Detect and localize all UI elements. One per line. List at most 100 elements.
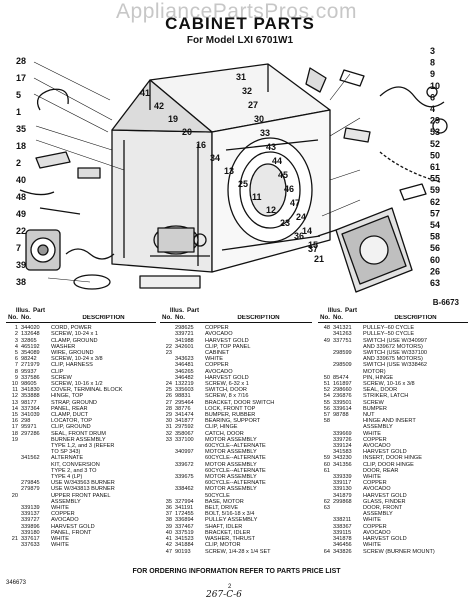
part-no: 342601 bbox=[175, 343, 194, 350]
description: HINGE AND INSERT bbox=[363, 418, 416, 425]
document-code: 346673 bbox=[6, 580, 27, 586]
description: SCREW bbox=[363, 399, 384, 406]
part-no: 337467 bbox=[175, 523, 194, 530]
description: AVOCADO bbox=[363, 529, 391, 536]
part-no: 337100 bbox=[175, 436, 194, 443]
callout-45: 45 bbox=[278, 170, 288, 180]
illus-no: 64 bbox=[323, 548, 330, 555]
callout-labels: 2817513518240484922739384142192016341325… bbox=[16, 46, 440, 288]
callout-11: 11 bbox=[252, 192, 262, 202]
part-no: 298660 bbox=[333, 387, 352, 394]
parts-row: TO SP 343) bbox=[6, 449, 156, 455]
part-no: 341523 bbox=[175, 536, 194, 543]
header-part-no: No. bbox=[333, 313, 343, 321]
part-no: 38776 bbox=[175, 405, 191, 412]
part-no: 339896 bbox=[21, 523, 40, 530]
part-no: 341321 bbox=[333, 325, 352, 332]
part-no: 85474 bbox=[333, 374, 349, 381]
description: TYPE 4 (LP) bbox=[51, 474, 83, 481]
illus-no: 51 bbox=[323, 381, 330, 388]
part-no: 339130 bbox=[333, 486, 352, 493]
parts-row: 60CYCLE--ALTERNATE bbox=[160, 443, 312, 449]
description: CLAMP, DUCT bbox=[51, 412, 89, 419]
parts-row: KIT, CONVERSION bbox=[6, 462, 156, 468]
parts-row: 60CYCLE--ALTERNATE bbox=[160, 468, 312, 474]
callout-34: 34 bbox=[210, 153, 220, 163]
part-no: 335603 bbox=[175, 387, 194, 394]
description: STRAP, GROUND bbox=[51, 399, 97, 406]
callout-24: 24 bbox=[296, 212, 306, 222]
part-no: 98831 bbox=[175, 393, 191, 400]
description: SCREW (BURNER MOUNT) bbox=[363, 548, 435, 555]
description: WHITE bbox=[51, 536, 70, 543]
illus-no: 48 bbox=[323, 325, 330, 332]
description: CORD, POWER bbox=[51, 325, 92, 332]
description: SWITCH (USE W/338462 bbox=[363, 362, 428, 369]
description: MOTOR ASSEMBLY bbox=[205, 486, 257, 493]
illus-no: 36 bbox=[165, 505, 172, 512]
description: MOTOR) bbox=[363, 368, 386, 375]
callout-17: 17 bbox=[16, 73, 26, 83]
description: COVER, TERMINAL BLOCK bbox=[51, 387, 123, 394]
illus-no: 41 bbox=[165, 536, 172, 543]
callout-31: 31 bbox=[236, 72, 246, 82]
description: DOOR, FRONT bbox=[363, 505, 403, 512]
description: COPPER bbox=[363, 436, 387, 443]
part-no: 344020 bbox=[21, 325, 40, 332]
description: COPPER bbox=[363, 523, 387, 530]
description: NUT bbox=[363, 412, 375, 419]
illus-no: 35 bbox=[165, 498, 172, 505]
parts-row: 341988 HARVEST GOLD bbox=[160, 338, 312, 344]
callout-63: 63 bbox=[430, 278, 440, 288]
callout-5: 5 bbox=[16, 90, 21, 100]
description: TO SP 343) bbox=[51, 449, 81, 456]
description: WHITE bbox=[363, 430, 382, 437]
description: 60CYCLE--ALTERNATE bbox=[205, 467, 266, 474]
illus-no: 12 bbox=[11, 393, 18, 400]
description: PULLEY ASSEMBLY bbox=[205, 517, 258, 524]
description: PULLEY--50 CYCLE bbox=[363, 331, 415, 338]
description: SEAL, FRONT DRUM bbox=[51, 430, 106, 437]
illus-no: 61 bbox=[323, 467, 330, 474]
part-no: 339124 bbox=[333, 443, 352, 450]
callout-50: 50 bbox=[430, 150, 440, 160]
description: HARVEST GOLD bbox=[205, 337, 249, 344]
handwritten-note: 267-C-6 bbox=[206, 590, 242, 600]
part-no: 339339 bbox=[333, 474, 352, 481]
description: COPPER bbox=[205, 325, 229, 332]
part-no: 341877 bbox=[175, 418, 194, 425]
illus-no: 39 bbox=[165, 523, 172, 530]
illus-no: 22 bbox=[165, 343, 172, 350]
description: COPPER bbox=[363, 480, 387, 487]
header-illus-no: No. bbox=[320, 313, 330, 321]
part-no: 341988 bbox=[175, 337, 194, 344]
illus-no: 33 bbox=[165, 436, 172, 443]
callout-16: 16 bbox=[196, 140, 206, 150]
part-no: 339137 bbox=[21, 511, 40, 518]
callout-14: 14 bbox=[302, 226, 312, 236]
part-no: 297592 bbox=[175, 424, 194, 431]
description: HARVEST GOLD bbox=[363, 492, 407, 499]
part-no: 132648 bbox=[21, 331, 40, 338]
illus-no: 6 bbox=[14, 356, 18, 363]
description: PULLEY--60 CYCLE bbox=[363, 325, 415, 332]
